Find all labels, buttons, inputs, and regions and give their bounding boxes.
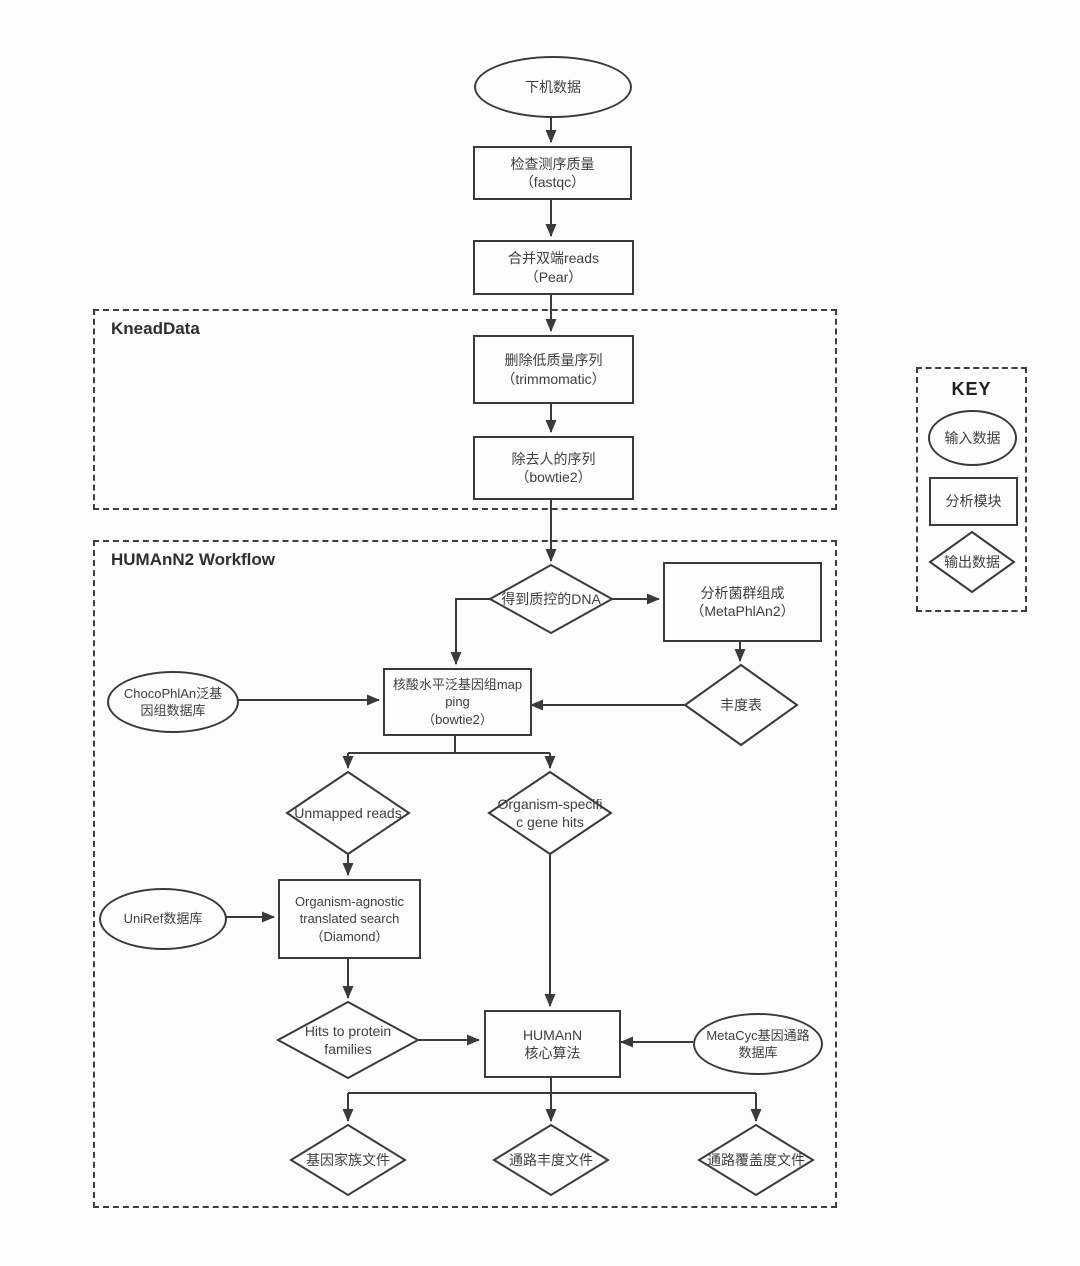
diamond-shape (489, 772, 611, 854)
node-organism-specific-hits-label: Organism-specifi c gene hits (497, 795, 603, 830)
node-metaphlan2: 分析菌群组成 （MetaPhlAn2） (663, 562, 822, 642)
node-pathway-abundance-output-label: 通路丰度文件 (509, 1151, 593, 1168)
node-organism-specific-hits: Organism-specifi c gene hits (489, 772, 611, 854)
node-gene-family-output: 基因家族文件 (291, 1125, 405, 1195)
key-input-label: 输入数据 (944, 429, 1001, 446)
node-abundance-table: 丰度表 (685, 665, 797, 745)
node-pathway-abundance-output: 通路丰度文件 (494, 1125, 608, 1195)
node-trimmomatic-label: 删除低质量序列 （trimmomatic） (501, 352, 606, 387)
node-pear-label: 合并双端reads （Pear） (507, 250, 600, 285)
node-chocophlan-db: ChocoPhlAn泛基 因组数据库 (107, 671, 239, 733)
legend-key-title: KEY (951, 379, 992, 399)
node-raw-data-label: 下机数据 (525, 78, 581, 95)
group-humann2-label: HUMAnN2 Workflow (111, 550, 276, 569)
node-translated-search: Organism-agnostic translated search （Dia… (278, 879, 421, 959)
diamond-shape (490, 565, 612, 633)
node-humann-core: HUMAnN 核心算法 (484, 1010, 621, 1078)
node-unmapped-reads: Unmapped reads (287, 772, 409, 854)
node-humann-core-label: HUMAnN 核心算法 (522, 1026, 583, 1061)
diamond-shape (685, 665, 797, 745)
diamond-shape (699, 1125, 813, 1195)
node-uniref-db: UniRef数据库 (99, 888, 227, 950)
key-module-rect: 分析模块 (929, 477, 1018, 526)
node-unmapped-reads-label: Unmapped reads (294, 804, 402, 821)
key-output-diamond: 输出数据 (930, 532, 1014, 592)
node-fastqc-label: 检查测序质量 （fastqc） (510, 155, 595, 190)
node-bowtie2: 除去人的序列 （bowtie2） (473, 436, 634, 500)
group-kneaddata-label: KneadData (111, 319, 200, 338)
node-raw-data: 下机数据 (474, 56, 632, 118)
diamond-shape (494, 1125, 608, 1195)
node-metacyc-db-label: MetaCyc基因通路 数据库 (706, 1027, 810, 1060)
node-uniref-db-label: UniRef数据库 (123, 911, 203, 927)
diamond-shape (278, 1002, 418, 1078)
node-pear: 合并双端reads （Pear） (473, 240, 634, 295)
node-pangenome-mapping-label: 核酸水平泛基因组map ping （bowtie2） (392, 677, 523, 727)
node-pathway-coverage-output: 通路覆盖度文件 (699, 1125, 813, 1195)
node-qc-dna-label: 得到质控的DNA (501, 590, 601, 607)
diamond-shape (930, 532, 1014, 592)
node-translated-search-label: Organism-agnostic translated search （Dia… (294, 894, 405, 944)
node-gene-family-output-label: 基因家族文件 (306, 1151, 390, 1168)
legend-key: KEY (916, 367, 1027, 612)
diamond-shape (291, 1125, 405, 1195)
node-abundance-table-label: 丰度表 (720, 696, 762, 713)
node-metaphlan2-label: 分析菌群组成 （MetaPhlAn2） (690, 584, 795, 619)
node-metacyc-db: MetaCyc基因通路 数据库 (693, 1013, 823, 1075)
node-pangenome-mapping: 核酸水平泛基因组map ping （bowtie2） (383, 668, 532, 736)
node-fastqc: 检查测序质量 （fastqc） (473, 146, 632, 200)
group-kneaddata: KneadData (93, 309, 837, 510)
node-pathway-coverage-output-label: 通路覆盖度文件 (707, 1151, 805, 1168)
node-trimmomatic: 删除低质量序列 （trimmomatic） (473, 335, 634, 404)
diamond-shape (287, 772, 409, 854)
node-qc-dna: 得到质控的DNA (490, 565, 612, 633)
node-hits-protein-families-label: Hits to protein families (304, 1022, 392, 1057)
node-hits-protein-families: Hits to protein families (278, 1002, 418, 1078)
key-output-label: 输出数据 (944, 553, 1000, 570)
key-input-ellipse: 输入数据 (928, 410, 1017, 466)
node-bowtie2-label: 除去人的序列 （bowtie2） (511, 450, 596, 485)
node-chocophlan-db-label: ChocoPhlAn泛基 因组数据库 (123, 685, 223, 718)
group-humann2-workflow: HUMAnN2 Workflow (93, 540, 837, 1208)
key-module-label: 分析模块 (945, 493, 1002, 510)
